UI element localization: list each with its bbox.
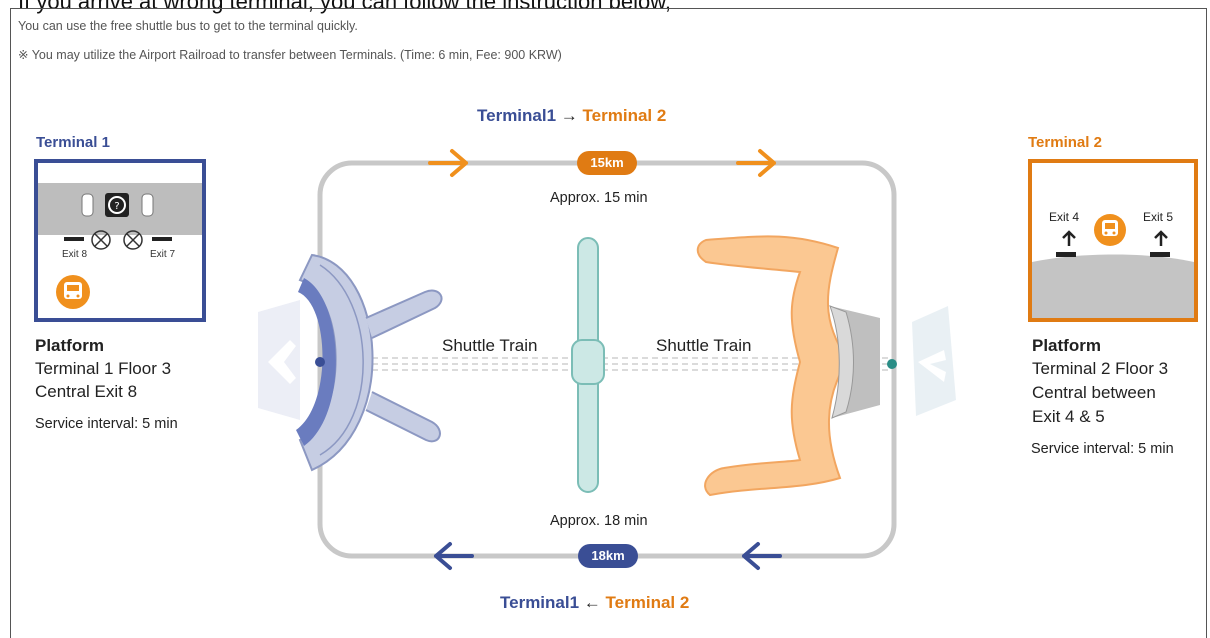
route-top-from: Terminal1 xyxy=(477,106,557,125)
route-top-arrow: → xyxy=(560,106,578,125)
right-arrow-icon xyxy=(428,149,468,177)
bus-icon xyxy=(1094,214,1126,246)
left-arrow-icon xyxy=(434,542,474,570)
terminal1-exit-left: Exit 8 xyxy=(62,249,88,260)
distance-badge-top: 15km xyxy=(577,151,637,175)
time-top: Approx. 15 min xyxy=(550,190,648,206)
terminal2-platform-heading: Platform xyxy=(1032,336,1101,355)
route-title-top: Terminal1 → Terminal 2 xyxy=(477,106,666,126)
terminal2-platform-line: Central between xyxy=(1032,383,1156,402)
route-title-bottom: Terminal1 ← Terminal 2 xyxy=(500,593,689,613)
route-bottom-arrow: ← xyxy=(583,593,601,612)
terminal2-platform-line: Terminal 2 Floor 3 xyxy=(1032,359,1169,378)
terminal2-building xyxy=(696,235,897,497)
terminal1-exit-right: Exit 7 xyxy=(150,249,176,260)
route-bottom-from: Terminal1 xyxy=(500,593,580,612)
terminal1-platform-line: Central Exit 8 xyxy=(35,382,138,401)
left-arrow-icon xyxy=(742,542,782,570)
terminal1-platform-heading: Platform xyxy=(35,336,104,355)
page-heading: If you arrive at wrong terminal, you can… xyxy=(18,0,671,14)
shuttle-bus-note: You can use the free shuttle bus to get … xyxy=(18,19,358,33)
up-arrow-icon xyxy=(1062,230,1076,246)
terminal1-interval: Service interval: 5 min xyxy=(35,416,178,432)
terminal2-interval: Service interval: 5 min xyxy=(1031,441,1174,457)
route-bottom-to: Terminal 2 xyxy=(605,593,690,612)
up-arrow-icon xyxy=(1154,230,1168,246)
terminal2-map xyxy=(1028,159,1198,322)
terminal1-title: Terminal 1 xyxy=(36,134,110,151)
car-icon xyxy=(81,193,154,217)
distance-badge-bottom: 18km xyxy=(578,544,638,568)
terminal2-exit-left: Exit 4 xyxy=(1049,210,1080,224)
terminal1-platform-line: Terminal 1 Floor 3 xyxy=(35,359,172,378)
airplane-icon xyxy=(912,306,956,416)
bus-icon xyxy=(56,275,90,309)
shuttle-train-label-left: Shuttle Train xyxy=(442,336,538,355)
svg-text:?: ? xyxy=(114,201,119,212)
time-bottom: Approx. 18 min xyxy=(550,513,648,529)
airplane-icon xyxy=(258,300,300,420)
railroad-note: ※ You may utilize the Airport Railroad t… xyxy=(18,48,562,62)
content-frame xyxy=(10,8,1207,638)
shuttle-train-label-right: Shuttle Train xyxy=(656,336,752,355)
info-icon: ? xyxy=(105,193,129,217)
terminal2-exit-right: Exit 5 xyxy=(1143,210,1174,224)
terminal2-platform-line: Exit 4 & 5 xyxy=(1032,407,1105,426)
terminal1-map: ? xyxy=(34,159,206,322)
terminal2-title: Terminal 2 xyxy=(1028,134,1102,151)
route-top-to: Terminal 2 xyxy=(582,106,667,125)
shuttle-train-icon xyxy=(571,237,605,493)
terminal1-building xyxy=(296,253,443,472)
right-arrow-icon xyxy=(736,149,776,177)
